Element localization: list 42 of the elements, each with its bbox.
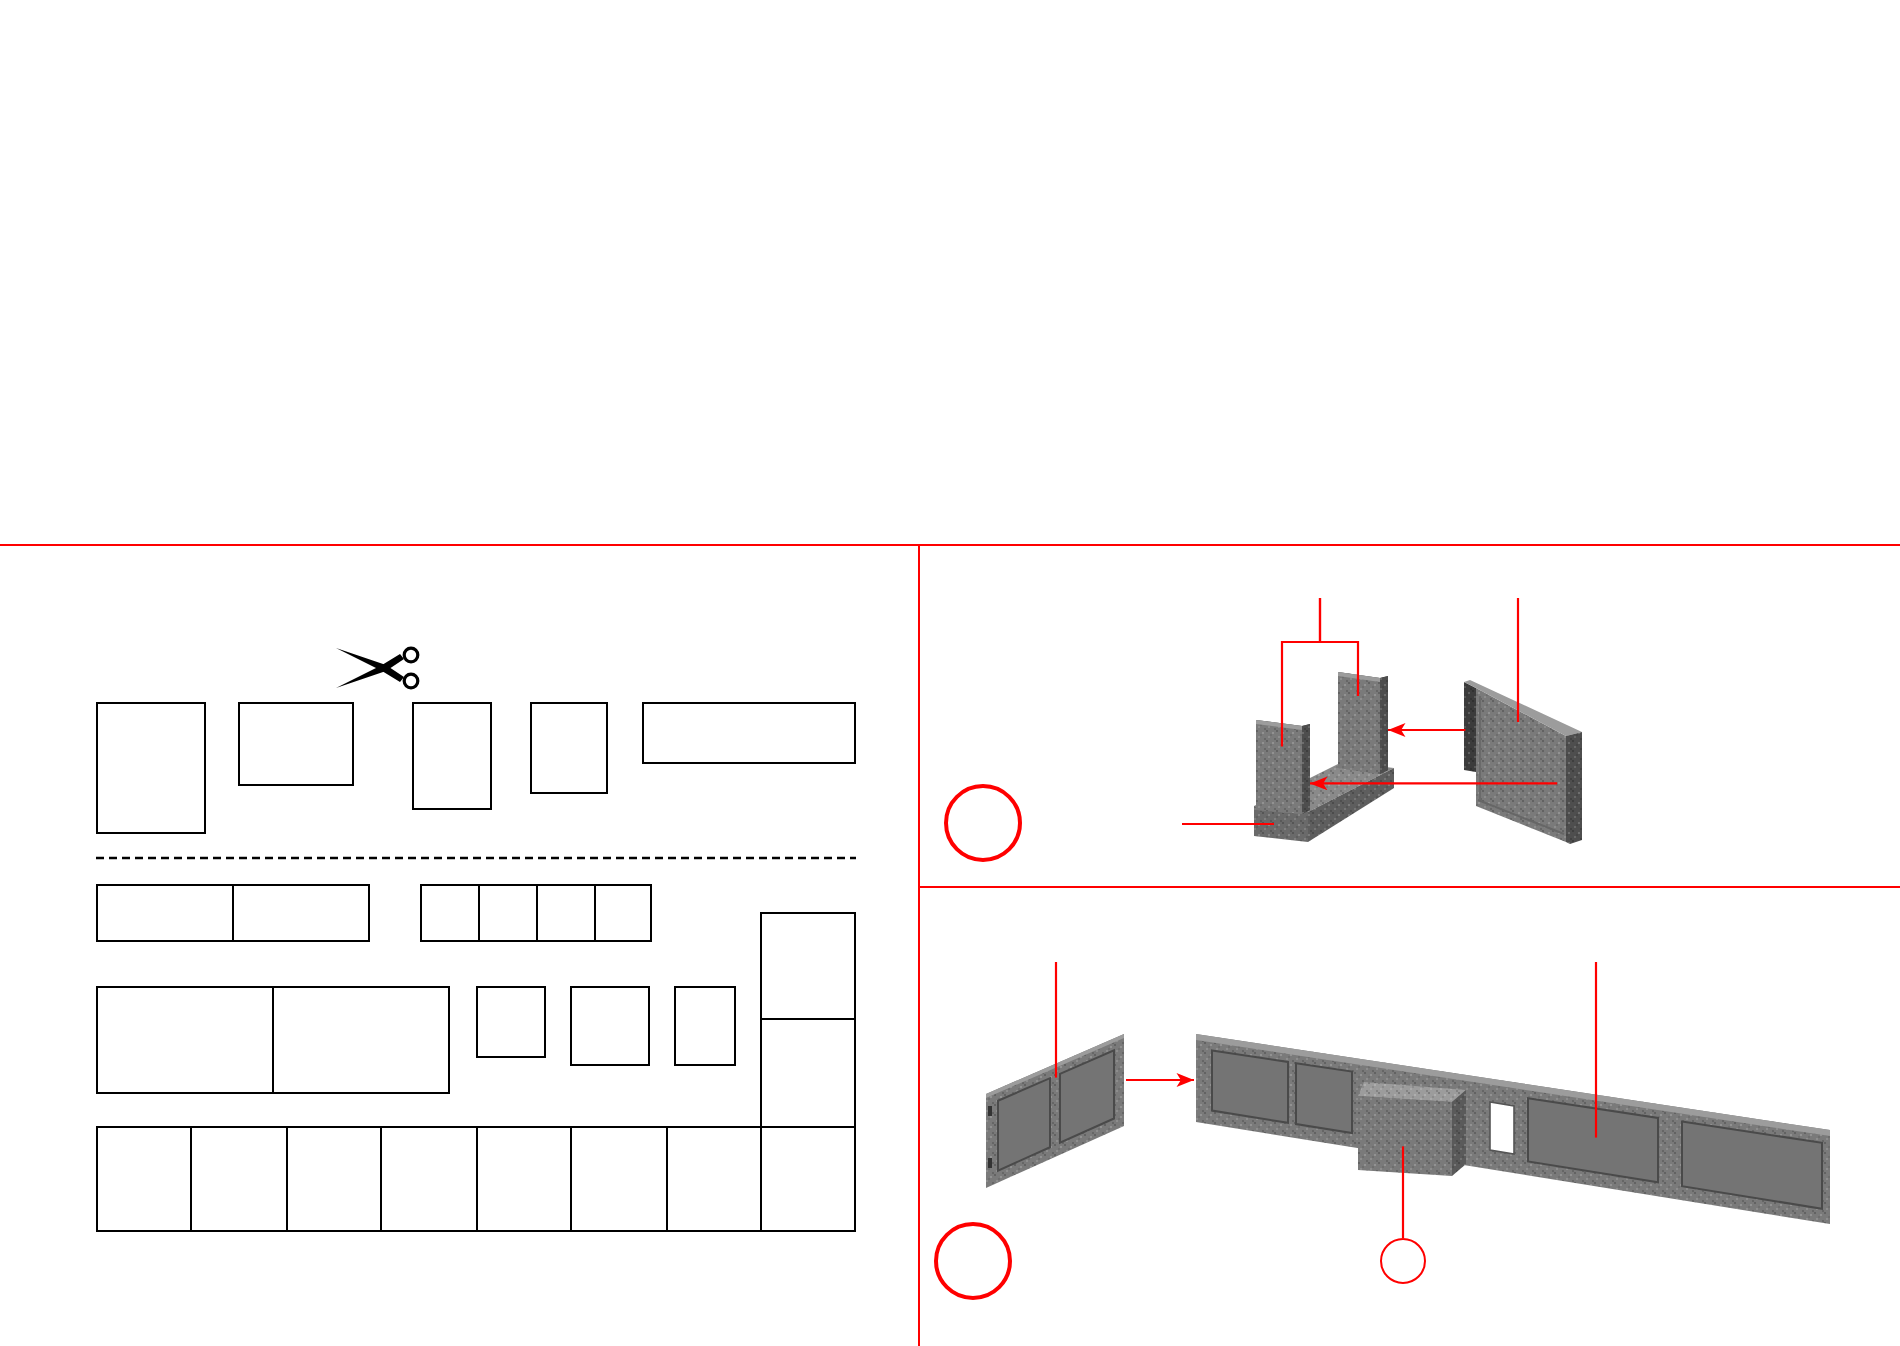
cutout-rectangle [760, 1126, 856, 1232]
leader-line [1516, 598, 1520, 722]
leader-line [1318, 598, 1360, 696]
cutout-rectangle [536, 884, 596, 942]
cutout-rectangle [272, 986, 450, 1094]
cutout-rectangle [570, 986, 650, 1066]
cutout-rectangle [420, 884, 480, 942]
cutout-rectangle [530, 702, 608, 794]
u-frame-drawing [1252, 672, 1396, 844]
leader-line [1182, 822, 1274, 826]
upright-slab-drawing [1338, 672, 1388, 774]
box-block-drawing [1358, 1082, 1468, 1178]
arrow [1126, 1073, 1194, 1087]
arrow [1388, 723, 1466, 737]
cutout-rectangle [476, 986, 546, 1058]
cutout-rectangle [238, 702, 354, 786]
upright-slab-drawing [1256, 720, 1310, 814]
cutout-rectangle [190, 1126, 288, 1232]
cutout-rectangle [674, 986, 736, 1066]
wall-panel-drawing [984, 1034, 1126, 1190]
cutout-rectangle [96, 1126, 192, 1232]
wall-panel-drawing [1462, 680, 1584, 844]
cutout-rectangle [642, 702, 856, 764]
cutout-rectangle [594, 884, 652, 942]
leader-line [1054, 962, 1058, 1078]
cutout-rectangle [380, 1126, 478, 1232]
cutout-rectangle [96, 986, 274, 1094]
cutout-rectangle [476, 1126, 572, 1232]
cutout-rectangle [96, 702, 206, 834]
cutout-rectangle [96, 884, 234, 942]
cutout-rectangle [232, 884, 370, 942]
cutout-rectangle [760, 1018, 856, 1128]
cutout-rectangle [478, 884, 538, 942]
cutout-rectangle [666, 1126, 762, 1232]
cutout-rectangle [412, 702, 492, 810]
cutout-rectangle [286, 1126, 382, 1232]
leader-line [1594, 962, 1598, 1138]
leader-line [1401, 1146, 1405, 1238]
long-wall-drawing [1194, 1032, 1832, 1224]
cutout-rectangle [570, 1126, 668, 1232]
arrow [1310, 776, 1558, 791]
cutout-rectangle [760, 912, 856, 1020]
